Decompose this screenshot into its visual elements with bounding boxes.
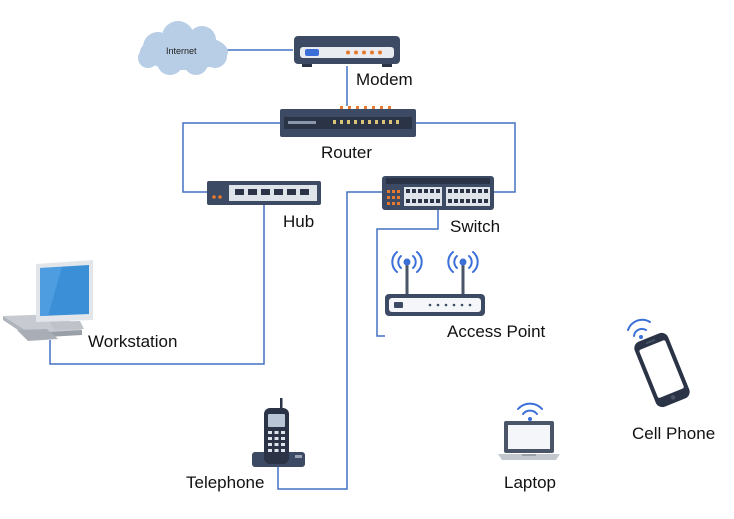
telephone-label: Telephone xyxy=(186,473,265,492)
access-point-icon xyxy=(385,251,485,316)
access-point-label: Access Point xyxy=(447,322,546,341)
modem-icon xyxy=(294,36,400,67)
cloud-icon xyxy=(138,21,228,75)
router-icon xyxy=(280,106,416,137)
cell-phone-icon xyxy=(627,318,690,408)
laptop-label: Laptop xyxy=(504,473,556,492)
cell-phone-label: Cell Phone xyxy=(632,424,716,443)
laptop-icon xyxy=(498,402,560,460)
switch-label: Switch xyxy=(450,217,501,236)
workstation-label: Workstation xyxy=(88,332,178,351)
modem-label: Modem xyxy=(356,70,413,89)
hub-icon xyxy=(207,181,321,205)
workstation-icon xyxy=(3,260,93,341)
internet-label: Internet xyxy=(166,46,197,56)
hub-label: Hub xyxy=(283,212,315,231)
switch-icon xyxy=(382,176,494,210)
telephone-icon xyxy=(252,398,305,467)
router-label: Router xyxy=(321,143,373,162)
link-switch-telephone xyxy=(277,191,382,490)
connection-lines xyxy=(49,49,516,490)
link-router-switch xyxy=(416,122,516,193)
link-hub-workstation xyxy=(49,205,265,365)
link-router-hub xyxy=(182,122,280,193)
link-switch-access-point xyxy=(376,210,439,337)
